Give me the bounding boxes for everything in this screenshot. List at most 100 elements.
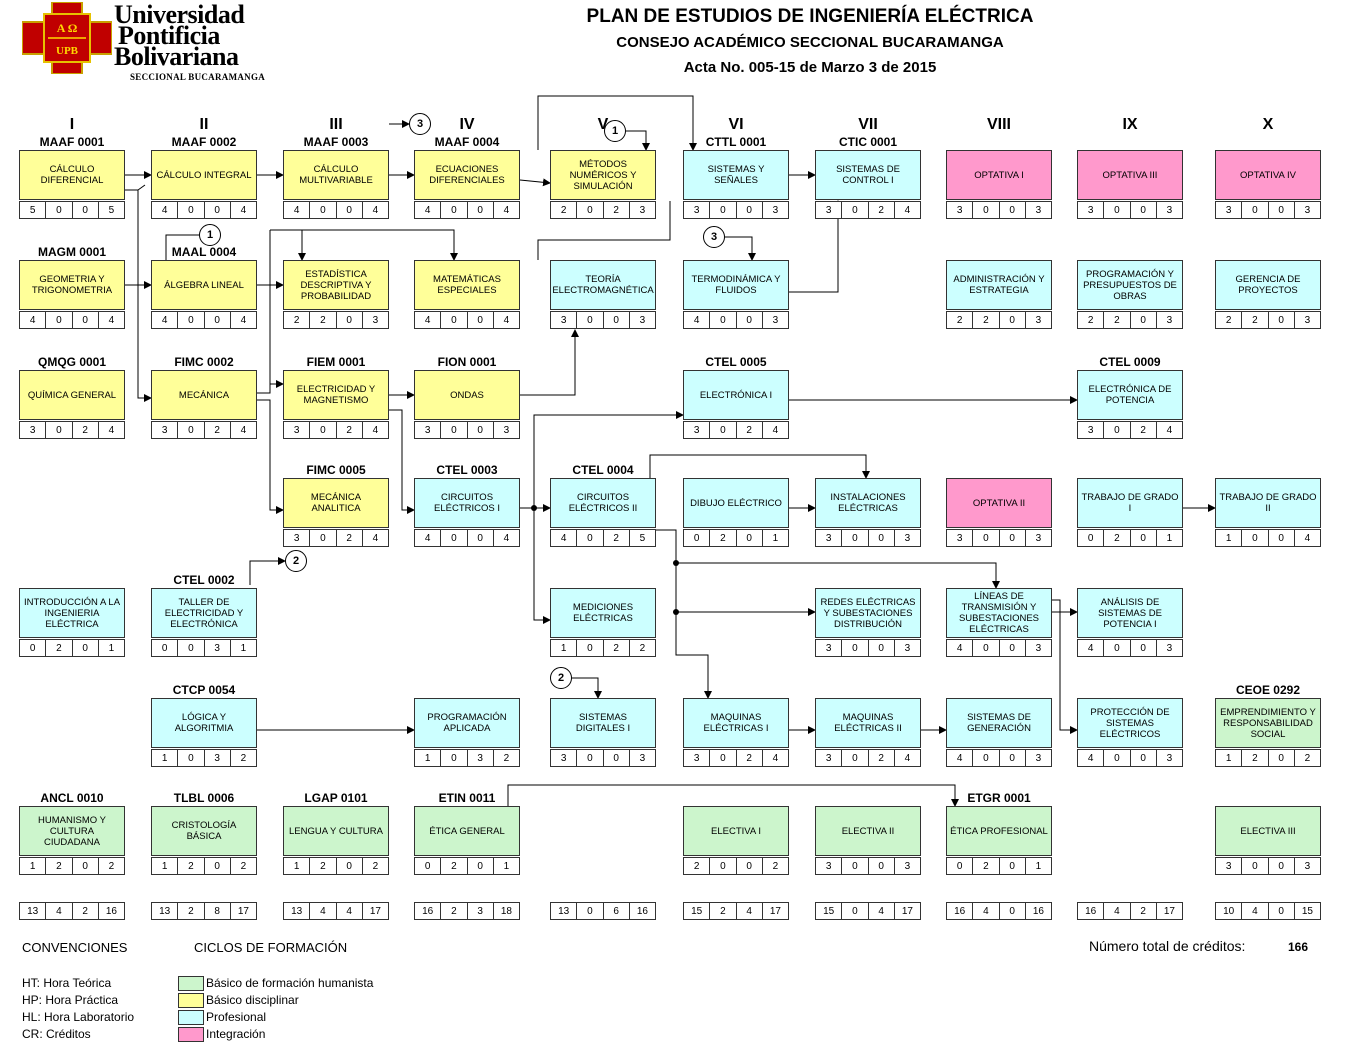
- course-box[interactable]: OPTATIVA II: [946, 478, 1052, 528]
- course-box[interactable]: ELECTIVA III: [1215, 806, 1321, 856]
- course-cr: 2: [628, 639, 656, 657]
- course-name: ESTADÍSTICA DESCRIPTIVA Y PROBABILIDAD: [300, 268, 372, 302]
- course-box[interactable]: ELECTRICIDAD Y MAGNETISMO: [283, 370, 389, 420]
- course-cr: 4: [761, 749, 789, 767]
- course-box[interactable]: ELECTIVA II: [815, 806, 921, 856]
- course-box[interactable]: OPTATIVA III: [1077, 150, 1183, 200]
- course-cr: 3: [492, 421, 520, 439]
- course-box[interactable]: ESTADÍSTICA DESCRIPTIVA Y PROBABILIDAD: [283, 260, 389, 310]
- course-name: CRISTOLOGÍA BÁSICA: [171, 820, 237, 842]
- course-ht: 2: [550, 201, 577, 219]
- course-box[interactable]: GEOMETRIA Y TRIGONOMETRIA: [19, 260, 125, 310]
- total-hp: 4: [972, 902, 999, 920]
- course-box[interactable]: REDES ELÉCTRICAS Y SUBESTACIONES DISTRIB…: [815, 588, 921, 638]
- course-cr: 4: [361, 529, 389, 547]
- course-hp: 0: [309, 529, 336, 547]
- course-box[interactable]: QUÍMICA GENERAL: [19, 370, 125, 420]
- course-box[interactable]: OPTATIVA IV: [1215, 150, 1321, 200]
- course-box[interactable]: TRABAJO DE GRADO I: [1077, 478, 1183, 528]
- course-name: CIRCUITOS ELÉCTRICOS I: [434, 492, 500, 514]
- course-ht: 4: [946, 639, 973, 657]
- course-box[interactable]: MECÁNICA ANALITICA: [283, 478, 389, 528]
- course-box[interactable]: ÉTICA GENERAL: [414, 806, 520, 856]
- course-code: MAAF 0004: [434, 135, 500, 149]
- course-ht: 3: [683, 421, 710, 439]
- course-box[interactable]: SISTEMAS Y SEÑALES: [683, 150, 789, 200]
- course-box[interactable]: LÓGICA Y ALGORITMIA: [151, 698, 257, 748]
- course-box[interactable]: ÉTICA PROFESIONAL: [946, 806, 1052, 856]
- course-box[interactable]: PROGRAMACIÓN Y PRESUPUESTOS DE OBRAS: [1077, 260, 1183, 310]
- course-ht: 2: [1077, 311, 1104, 329]
- course-box[interactable]: INSTALACIONES ELÉCTRICAS: [815, 478, 921, 528]
- course-ht: 3: [1215, 201, 1242, 219]
- course-box[interactable]: SISTEMAS DE GENERACIÓN: [946, 698, 1052, 748]
- course-box[interactable]: SISTEMAS DE CONTROL I: [815, 150, 921, 200]
- course-box[interactable]: ECUACIONES DIFERENCIALES: [414, 150, 520, 200]
- course-box[interactable]: MECÁNICA: [151, 370, 257, 420]
- total-hp: 2: [709, 902, 736, 920]
- course-box[interactable]: CÁLCULO INTEGRAL: [151, 150, 257, 200]
- course-box[interactable]: MAQUINAS ELÉCTRICAS I: [683, 698, 789, 748]
- course-box[interactable]: EMPRENDIMIENTO Y RESPONSABILIDAD SOCIAL: [1215, 698, 1321, 748]
- course-box[interactable]: ÁLGEBRA LINEAL: [151, 260, 257, 310]
- course-box[interactable]: MATEMÁTICAS ESPECIALES: [414, 260, 520, 310]
- cycles-title: CICLOS DE FORMACIÓN: [194, 940, 348, 955]
- course-box[interactable]: CÁLCULO MULTIVARIABLE: [283, 150, 389, 200]
- course-box[interactable]: MAQUINAS ELÉCTRICAS II: [815, 698, 921, 748]
- course-box[interactable]: CÁLCULO DIFERENCIAL: [19, 150, 125, 200]
- course-box[interactable]: MEDICIONES ELÉCTRICAS: [550, 588, 656, 638]
- course-box[interactable]: OPTATIVA I: [946, 150, 1052, 200]
- course-box[interactable]: ELECTRÓNICA I: [683, 370, 789, 420]
- course-box[interactable]: SISTEMAS DIGITALES I: [550, 698, 656, 748]
- course-box[interactable]: PROTECCIÓN DE SISTEMAS ELÉCTRICOS: [1077, 698, 1183, 748]
- course-box[interactable]: GERENCIA DE PROYECTOS: [1215, 260, 1321, 310]
- course-box[interactable]: TALLER DE ELECTRICIDAD Y ELECTRÓNICA: [151, 588, 257, 638]
- course-box[interactable]: LENGUA Y CULTURA: [283, 806, 389, 856]
- course-box[interactable]: CIRCUITOS ELÉCTRICOS I: [414, 478, 520, 528]
- course-name: SISTEMAS DE CONTROL I: [836, 164, 900, 186]
- course-box[interactable]: CRISTOLOGÍA BÁSICA: [151, 806, 257, 856]
- prerequisite-arrow: [537, 201, 671, 260]
- course-box[interactable]: ELECTIVA I: [683, 806, 789, 856]
- course-hp: 0: [841, 639, 868, 657]
- course-ht: 4: [151, 201, 178, 219]
- course-box[interactable]: CIRCUITOS ELÉCTRICOS II: [550, 478, 656, 528]
- semester-header: IX: [1122, 116, 1138, 133]
- course-hl: 3: [203, 639, 230, 657]
- course-hl: 0: [335, 857, 362, 875]
- course-box[interactable]: TEORÍA ELECTROMAGNÉTICA: [550, 260, 656, 310]
- course-box[interactable]: ELECTRÓNICA DE POTENCIA: [1077, 370, 1183, 420]
- course-box[interactable]: ADMINISTRACIÓN Y ESTRATEGIA: [946, 260, 1052, 310]
- course-cr: 1: [97, 639, 125, 657]
- prerequisite-arrow: [249, 557, 286, 585]
- course-box[interactable]: TRABAJO DE GRADO II: [1215, 478, 1321, 528]
- course-box[interactable]: DIBUJO ELÉCTRICO: [683, 478, 789, 528]
- course-cr: 2: [229, 857, 257, 875]
- course-name: OPTATIVA II: [972, 497, 1026, 509]
- course-ht: 3: [946, 201, 973, 219]
- course-box[interactable]: MÉTODOS NUMÉRICOS Y SIMULACIÓN: [550, 150, 656, 200]
- course-box[interactable]: ONDAS: [414, 370, 520, 420]
- course-box[interactable]: TERMODINÁMICA Y FLUIDOS: [683, 260, 789, 310]
- prerequisite-arrow: [1052, 599, 1078, 734]
- course-box[interactable]: LÍNEAS DE TRANSMISIÓN Y SUBESTACIONES EL…: [946, 588, 1052, 638]
- course-code: ETGR 0001: [967, 791, 1031, 805]
- prerequisite-arrow: [572, 677, 602, 699]
- course-box[interactable]: ANÁLISIS DE SISTEMAS DE POTENCIA I: [1077, 588, 1183, 638]
- course-cr: 2: [1293, 749, 1321, 767]
- course-box[interactable]: PROGRAMACIÓN APLICADA: [414, 698, 520, 748]
- course-box[interactable]: INTRODUCCIÓN A LA INGENIERIA ELÉCTRICA: [19, 588, 125, 638]
- course-box[interactable]: HUMANISMO Y CULTURA CIUDADANA: [19, 806, 125, 856]
- course-hl: 2: [735, 421, 762, 439]
- course-hp: 0: [709, 749, 736, 767]
- course-ht: 1: [283, 857, 310, 875]
